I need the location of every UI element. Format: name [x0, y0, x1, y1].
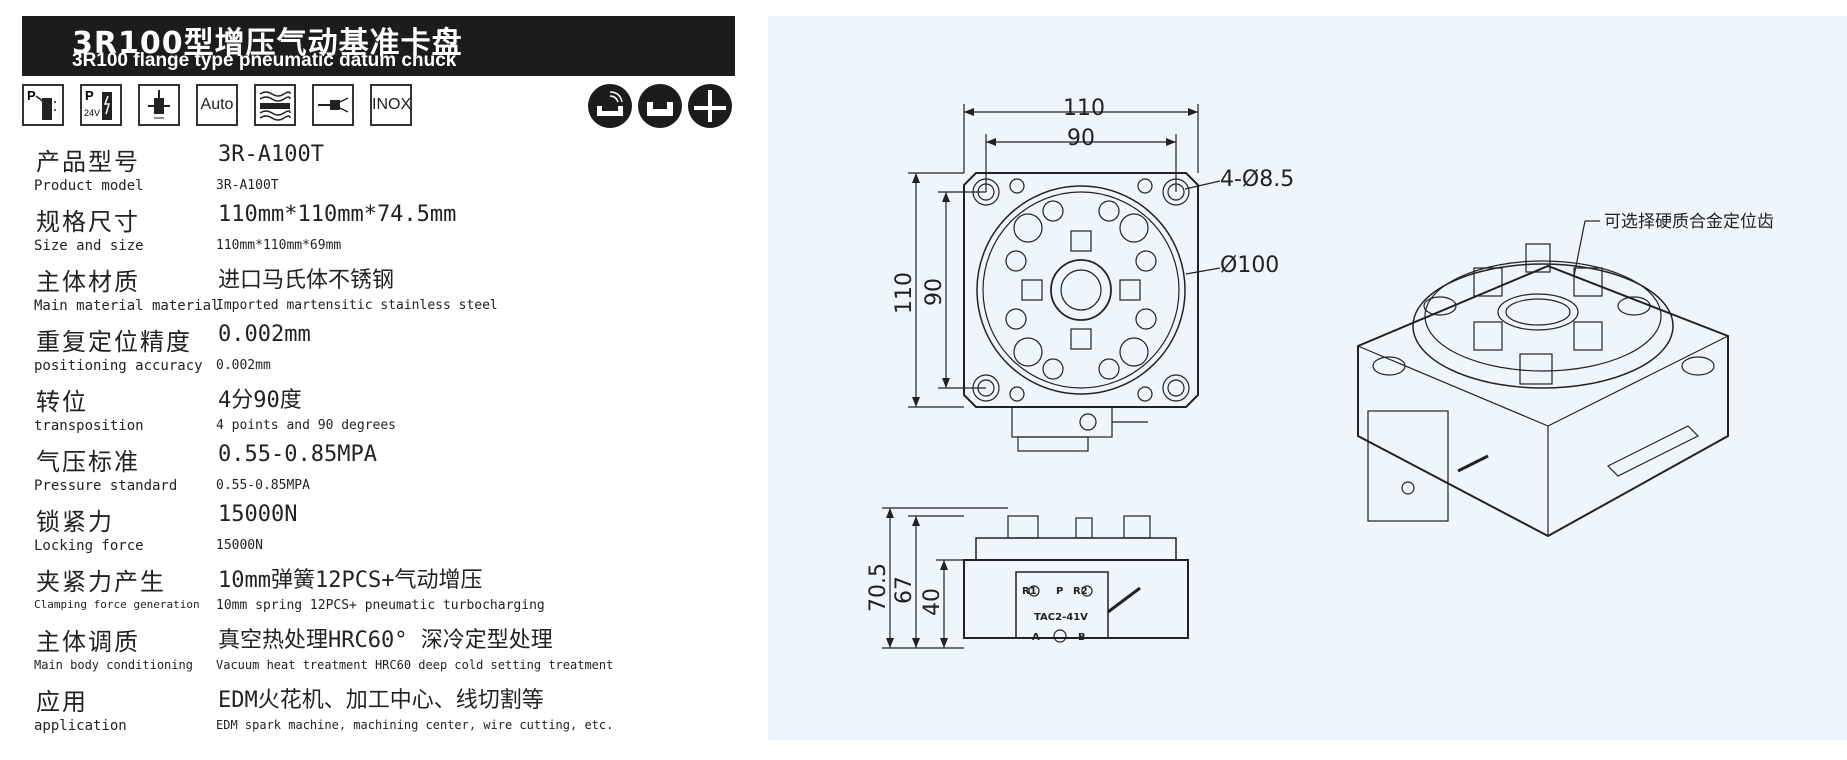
- spec-label-en: application: [34, 718, 127, 734]
- spec-value-cn: 进口马氏体不锈钢: [218, 268, 395, 293]
- spec-value-en: 3R-A100T: [216, 178, 279, 193]
- spec-label-cn: 气压标准: [36, 448, 140, 476]
- spec-row-accuracy: 重复定位精度 positioning accuracy 0.002mm 0.00…: [32, 318, 712, 378]
- wireless-clamp-badge-icon: [588, 84, 632, 128]
- pressure-valve-icon: P: [22, 84, 64, 126]
- spec-value-cn: 4分90度: [218, 388, 302, 413]
- spec-label-cn: 主体调质: [36, 628, 140, 656]
- spec-value-en: 15000N: [216, 538, 263, 553]
- spec-value-en: Imported martensitic stainless steel: [216, 298, 498, 313]
- spec-value-en: 4 points and 90 degrees: [216, 418, 397, 433]
- spec-label-en: Clamping force generation: [34, 598, 200, 611]
- auto-text-icon: Auto: [196, 84, 238, 126]
- spec-row-size: 规格尺寸 Size and size 110mm*110mm*74.5mm 11…: [32, 198, 712, 258]
- spec-value-en: EDM spark machine, machining center, wir…: [216, 718, 614, 732]
- front-view-top: [975, 537, 1177, 561]
- spec-value-cn: 110mm*110mm*74.5mm: [218, 202, 457, 227]
- spec-value-cn: 10mm弹簧12PCS+气动增压: [218, 568, 483, 593]
- dim-width-inner: 90: [1067, 126, 1095, 151]
- page-subtitle: 3R100 flange type pneumatic datum chuck: [72, 50, 457, 71]
- spec-label-cn: 夹紧力产生: [36, 568, 166, 596]
- valve-port-r1: R1: [1022, 586, 1037, 597]
- spec-label-cn: 重复定位精度: [36, 328, 192, 356]
- pressure-valve-icon-label: P: [27, 88, 36, 103]
- spec-label-cn: 产品型号: [36, 148, 140, 176]
- technical-drawing: 110 90 4-Ø8.5 Ø100 110 90 70.5 67 40 R1 …: [866, 96, 1774, 649]
- dim-width-outer: 110: [1063, 96, 1105, 121]
- iso-view-body: [1357, 264, 1729, 538]
- dim-base-height: 40: [920, 588, 945, 616]
- spec-value-en: 0.55-0.85MPA: [216, 478, 310, 493]
- spec-label-cn: 主体材质: [36, 268, 140, 296]
- pressure-24v-icon: P 24V: [80, 84, 122, 126]
- dim-height-outer: 110: [892, 272, 917, 314]
- spec-value-cn: 真空热处理HRC60° 深冷定型处理: [218, 628, 553, 653]
- spec-value-en: 10mm spring 12PCS+ pneumatic turbochargi…: [216, 598, 545, 613]
- dim-height-inner: 90: [922, 278, 947, 306]
- chuck-profile-badge-icon: [638, 84, 682, 128]
- spec-value-cn: 15000N: [218, 502, 298, 527]
- svg-text:24V: 24V: [84, 108, 100, 118]
- dim-total-height: 70.5: [866, 563, 891, 612]
- spec-value-en: 0.002mm: [216, 358, 271, 373]
- spec-row-clamping-force: 夹紧力产生 Clamping force generation 10mm弹簧12…: [32, 558, 712, 618]
- top-view-body: [963, 172, 1199, 408]
- technical-drawing-panel: 110 90 4-Ø8.5 Ø100 110 90 70.5 67 40 R1 …: [768, 16, 1847, 740]
- spec-value-cn: 3R-A100T: [218, 142, 324, 167]
- spec-value-cn: EDM火花机、加工中心、线切割等: [218, 688, 544, 713]
- title-bar: 3R100型增压气动基准卡盘 3R100 flange type pneumat…: [22, 16, 735, 76]
- spec-label-cn: 锁紧力: [36, 508, 114, 536]
- clamp-icon: [138, 84, 180, 126]
- spec-label-cn: 应用: [36, 688, 88, 716]
- valve-port-b: B: [1078, 632, 1086, 643]
- svg-text:P: P: [85, 88, 94, 103]
- spec-label-en: Locking force: [34, 538, 144, 554]
- wave-layers-icon: [254, 84, 296, 126]
- callout-teeth: 可选择硬质合金定位齿: [1604, 212, 1774, 232]
- spec-value-en: 110mm*110mm*69mm: [216, 238, 342, 253]
- spec-row-locking-force: 锁紧力 Locking force 15000N 15000N: [32, 498, 712, 558]
- spec-row-conditioning: 主体调质 Main body conditioning 真空热处理HRC60° …: [32, 618, 712, 678]
- spec-value-cn: 0.002mm: [218, 322, 311, 347]
- feature-icons-row: P P 24V Auto: [22, 84, 422, 128]
- valve-port-p: P: [1056, 586, 1063, 597]
- valve-port-r2: R2: [1073, 586, 1088, 597]
- spec-label-en: Pressure standard: [34, 478, 178, 494]
- inox-text-icon: INOX: [370, 84, 412, 126]
- spec-label-en: Main material material: [34, 298, 220, 314]
- spec-row-model: 产品型号 Product model 3R-A100T 3R-A100T: [32, 138, 712, 198]
- spec-row-transposition: 转位 transposition 4分90度 4 points and 90 d…: [32, 378, 712, 438]
- spec-label-en: Product model: [34, 178, 144, 194]
- iso-valve: [1367, 410, 1449, 522]
- air-nozzle-icon: [312, 84, 354, 126]
- valve-port-a: A: [1032, 632, 1040, 643]
- spec-row-application: 应用 application EDM火花机、加工中心、线切割等 EDM spar…: [32, 678, 712, 738]
- spec-label-cn: 转位: [36, 388, 88, 416]
- spec-label-en: Main body conditioning: [34, 658, 193, 672]
- dim-holes: 4-Ø8.5: [1220, 167, 1294, 192]
- spec-label-en: transposition: [34, 418, 144, 434]
- top-view-flange: [976, 185, 1186, 395]
- spec-label-en: Size and size: [34, 238, 144, 254]
- spec-label-en: positioning accuracy: [34, 358, 203, 374]
- spec-row-material: 主体材质 Main material material 进口马氏体不锈钢 Imp…: [32, 258, 712, 318]
- valve-model: TAC2-41V: [1034, 612, 1088, 623]
- page-title: 3R100型增压气动基准卡盘: [72, 26, 463, 61]
- spec-value-en: Vacuum heat treatment HRC60 deep cold se…: [216, 658, 614, 672]
- dim-body-height: 67: [892, 576, 917, 604]
- crosshair-badge-icon: [688, 84, 732, 128]
- spec-value-cn: 0.55-0.85MPA: [218, 442, 377, 467]
- spec-row-pressure: 气压标准 Pressure standard 0.55-0.85MPA 0.55…: [32, 438, 712, 498]
- dim-diameter: Ø100: [1220, 253, 1279, 278]
- spec-label-cn: 规格尺寸: [36, 208, 140, 236]
